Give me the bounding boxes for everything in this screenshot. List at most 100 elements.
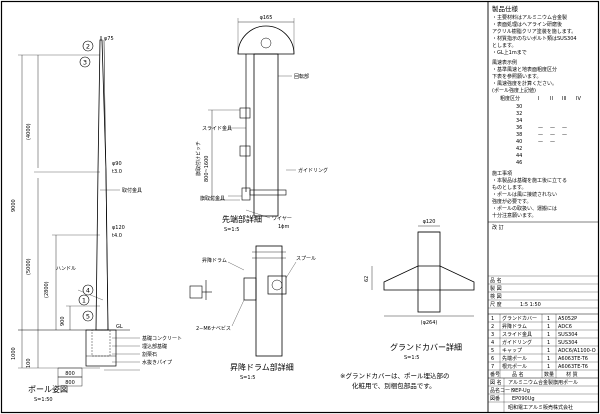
svg-text:—: — (550, 132, 555, 138)
svg-text:—: — (538, 125, 543, 131)
gl-label: GL (116, 324, 123, 330)
cover-pole (417, 231, 441, 313)
cover-detail-title: グランドカバー詳細 (390, 342, 462, 352)
wind-item: 下表を参照願います。 (492, 73, 542, 80)
pole-elevation-title: ポール姿図 (28, 384, 68, 394)
parts-cell: SUS304 (558, 332, 578, 338)
title-block: 図 名 アルミニウム合金製旗用ポール 品名コード 9EP-Ug 図番 EP090… (488, 275, 598, 412)
cover-side-dim: 62 (364, 276, 370, 282)
height-dim-label: 800~1600 (204, 156, 210, 182)
drum-shape (243, 277, 257, 301)
parts-cell: 1 (547, 324, 550, 330)
parts-cell: 4 (491, 340, 494, 346)
svg-text:46: 46 (516, 160, 522, 166)
wind-table: 粗度区分 I II III IV 30 32 34 36 — — — 38 — … (500, 95, 581, 166)
top-diameter-label: φ75 (104, 36, 114, 42)
drawing-name: アルミニウム合金製旗用ポール (508, 379, 578, 386)
install-title: 施工事項 (492, 170, 512, 177)
handle-shape (189, 285, 203, 299)
parts-cell: A6063TE-T6 (558, 364, 588, 370)
svg-text:2: 2 (86, 43, 90, 51)
dim-4000-label: (4000) (26, 123, 32, 140)
spec-title: 製品仕様 (492, 4, 519, 13)
cover-detail: φ120 62 (φ264) グランドカバー詳細 S=1:5 (364, 219, 475, 361)
svg-text:—: — (538, 139, 543, 145)
pole-elevation: 2 3 1 4 5 φ75 (4000) 9000 (5000) (2800) … (11, 36, 182, 403)
phi90-label: φ90 (112, 161, 122, 167)
dim-800a-label: 800 (65, 371, 75, 377)
parts-cell: 7 (491, 364, 494, 370)
title-row-label: 図 名 (490, 379, 502, 386)
spec-item: アクリル樹脂クリア塗装を施します。 (492, 28, 576, 35)
fill-label: 埋込部基礎 (142, 343, 167, 350)
tip-top-dim: φ165 (260, 15, 273, 21)
pitch-label: 旗取付けピッチ (195, 141, 202, 176)
parts-cell: 1 (547, 348, 550, 354)
balloon-4: 4 (82, 284, 94, 296)
dim-100-label: 100 (26, 358, 32, 368)
svg-text:38: 38 (516, 132, 522, 138)
wind-item: (ポール強度上記値) (492, 87, 536, 94)
cover-detail-scale: S=1:5 (404, 355, 419, 361)
pole-elevation-scale: S=1:50 (34, 397, 53, 403)
drawing-no-label: 図番 (490, 395, 500, 402)
spec-item: ・表面処理はヘアライン研磨後 (492, 21, 562, 28)
title-row-label: 尺 度 (490, 301, 502, 308)
tip-pole (253, 53, 279, 217)
dim-900-label: 900 (60, 316, 66, 326)
rotating-label: 回転部 (294, 73, 309, 80)
drawing-no: EP090Ug (512, 396, 535, 402)
t30-label: t3.0 (112, 169, 122, 175)
parts-cell: 1 (547, 316, 550, 322)
tip-detail-scale: S=1:5 (224, 227, 239, 233)
drum-detail-title: 昇降ドラム部詳細 (230, 362, 294, 372)
flag-fitting-label: 旗取付金具 (200, 195, 225, 202)
parts-cell: SUS304 (558, 340, 578, 346)
notes-column: 製品仕様 ・主要材料はアルミニウム合金製 ・表面処理はヘアライン研磨後 アクリル… (488, 4, 598, 231)
code-value: 9EP-Ug (512, 388, 530, 394)
svg-text:III: III (562, 96, 566, 102)
install-item: ・ポールの取扱い、運搬には (492, 205, 557, 212)
parts-cell: 1 (547, 364, 550, 370)
spec-item: ・材質指示のないボルト類はSUS304 (492, 35, 577, 42)
title-row-label: 検 図 (490, 293, 502, 300)
phi120-label: φ120 (112, 225, 125, 231)
wind-title: 風速表示例 (492, 59, 517, 66)
svg-text:1: 1 (82, 297, 86, 305)
cover-shape (383, 265, 475, 291)
parts-cell: 2 (491, 324, 494, 330)
svg-text:—: — (562, 132, 567, 138)
svg-text:II: II (550, 96, 553, 102)
svg-text:30: 30 (516, 104, 522, 110)
svg-text:粗度区分: 粗度区分 (500, 95, 520, 102)
svg-text:5: 5 (86, 313, 90, 321)
svg-text:42: 42 (516, 146, 522, 152)
parts-cell: A6063TE-T6 (558, 356, 588, 362)
wire-label: ワイヤー (272, 216, 292, 222)
install-item: ・ポールは風に接続されない (492, 191, 557, 198)
parts-cell: 先端ポール (502, 355, 527, 362)
install-item: 強度が必要です。 (492, 198, 532, 205)
parts-table: 1 グランドカバー 1 A5052P 2 昇降ドラム 1 ADC6 3 スライド… (488, 313, 598, 379)
dim-5000-label: (5000) (26, 258, 32, 275)
svg-text:32: 32 (516, 111, 522, 117)
t40-label: t4.0 (112, 233, 122, 239)
parts-cell: キャップ (502, 348, 522, 354)
spec-item: ・主要材料はアルミニウム合金製 (492, 14, 567, 21)
svg-text:IV: IV (576, 96, 581, 102)
slide-label: スライド金具 (202, 125, 232, 132)
scale-value: 1:5 1:50 (520, 302, 541, 308)
guide-ring-shape (249, 189, 287, 196)
svg-text:—: — (550, 139, 555, 145)
parts-cell: グランドカバー (502, 315, 537, 322)
drum-pole (255, 245, 283, 357)
install-item: 十分注意願います。 (492, 212, 537, 219)
parts-cell: 5 (491, 348, 494, 354)
bolt-label: 2−M6ナベビス (196, 325, 231, 332)
parts-cell: ガイドリング (502, 339, 532, 346)
svg-text:—: — (562, 125, 567, 131)
handle-label: ハンドル (56, 266, 76, 272)
svg-text:—: — (550, 125, 555, 131)
code-label: 品名コード (490, 387, 515, 394)
